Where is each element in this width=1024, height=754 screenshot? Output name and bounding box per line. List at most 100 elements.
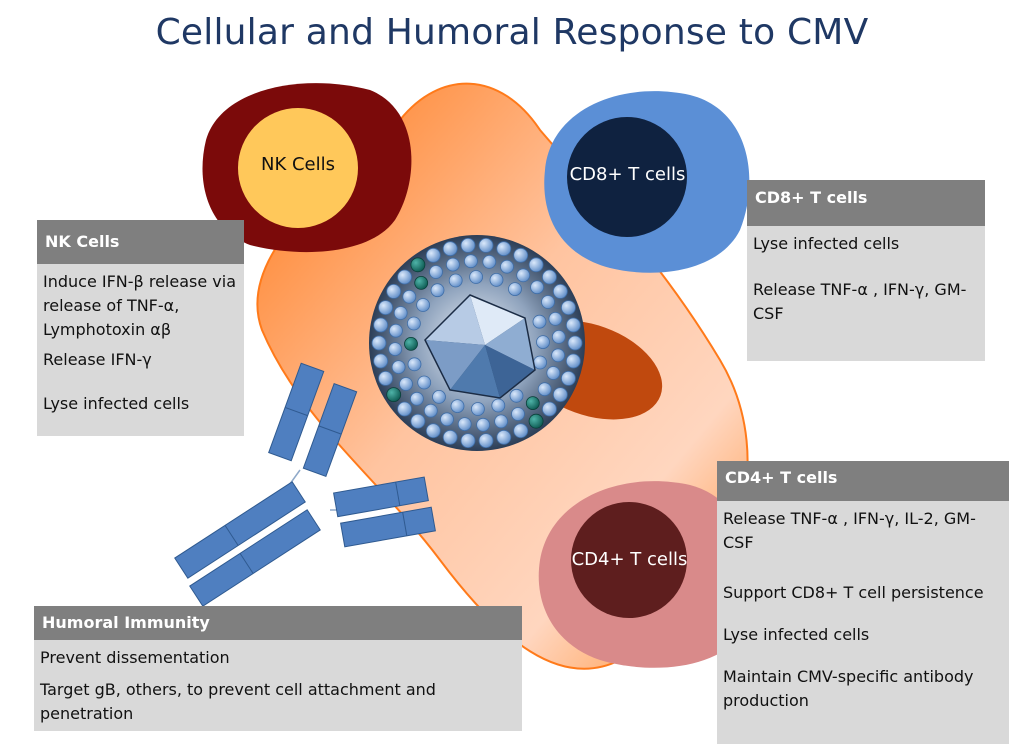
envelope-bead bbox=[448, 273, 463, 288]
glycoprotein-bead bbox=[528, 413, 544, 429]
envelope-bead bbox=[478, 237, 494, 253]
envelope-bead bbox=[406, 316, 421, 331]
humoral-immunity-item: Prevent dissementation bbox=[40, 648, 230, 667]
envelope-bead bbox=[423, 403, 438, 418]
envelope-bead bbox=[429, 265, 443, 279]
cd4-cells-panel-body: Release TNF-α , IFN-γ, IL-2, GM-CSF Supp… bbox=[717, 501, 1009, 719]
envelope-bead bbox=[532, 314, 547, 329]
envelope-bead bbox=[450, 399, 465, 414]
cd4-cells-item: Release TNF-α , IFN-γ, IL-2, GM-CSF bbox=[723, 509, 976, 552]
envelope-bead bbox=[470, 402, 485, 416]
envelope-bead bbox=[552, 387, 568, 403]
envelope-bead bbox=[537, 382, 552, 397]
envelope-bead bbox=[551, 329, 566, 344]
envelope-bead bbox=[500, 259, 514, 274]
envelope-bead bbox=[410, 413, 426, 429]
cd4-cell-label: CD4+ T cells bbox=[571, 549, 688, 570]
envelope-bead bbox=[509, 388, 524, 403]
envelope-bead bbox=[378, 300, 394, 316]
envelope-bead bbox=[373, 353, 389, 369]
envelope-bead bbox=[469, 270, 484, 284]
envelope-bead bbox=[533, 355, 547, 370]
envelope-bead bbox=[542, 269, 557, 285]
envelope-bead bbox=[409, 391, 424, 406]
cd4-cells-item: Maintain CMV-specific antibody productio… bbox=[723, 667, 974, 710]
envelope-bead bbox=[508, 282, 522, 297]
cd4-cells-panel: CD4+ T cells Release TNF-α , IFN-γ, IL-2… bbox=[717, 461, 1009, 744]
nk-cells-panel: NK Cells Induce IFN-β release via releas… bbox=[37, 220, 244, 436]
envelope-bead bbox=[373, 317, 389, 333]
cd8-cells-item: Release TNF-α , IFN-γ, GM-CSF bbox=[753, 280, 967, 323]
envelope-bead bbox=[399, 377, 413, 391]
nk-cells-item: Induce IFN-β release via release of TNF-… bbox=[43, 272, 236, 339]
cd8-cell-label: CD8+ T cells bbox=[569, 164, 686, 185]
envelope-bead bbox=[445, 257, 460, 272]
nk-cells-panel-body: Induce IFN-β release via release of TNF-… bbox=[37, 264, 244, 422]
envelope-bead bbox=[561, 300, 576, 316]
envelope-bead bbox=[402, 289, 417, 304]
envelope-bead bbox=[371, 335, 387, 351]
envelope-bead bbox=[388, 323, 403, 338]
envelope-bead bbox=[378, 370, 394, 386]
glycoprotein-bead bbox=[386, 387, 402, 403]
envelope-bead bbox=[551, 348, 565, 363]
cd4-cells-item: Lyse infected cells bbox=[723, 625, 870, 644]
glycoprotein-bead bbox=[525, 396, 540, 411]
envelope-bead bbox=[489, 272, 504, 287]
envelope-bead bbox=[536, 335, 550, 350]
cd8-cell-nucleus bbox=[567, 117, 687, 237]
cd4-cell-nucleus bbox=[571, 502, 687, 618]
envelope-bead bbox=[425, 247, 441, 263]
envelope-bead bbox=[567, 335, 583, 351]
envelope-bead bbox=[442, 241, 458, 257]
envelope-bead bbox=[386, 283, 402, 299]
envelope-bead bbox=[391, 360, 406, 375]
glycoprotein-bead bbox=[410, 257, 426, 273]
envelope-bead bbox=[561, 370, 576, 386]
envelope-bead bbox=[397, 269, 413, 285]
envelope-bead bbox=[528, 257, 544, 273]
envelope-bead bbox=[417, 375, 432, 390]
envelope-bead bbox=[516, 268, 531, 283]
envelope-bead bbox=[478, 433, 494, 449]
page-title: Cellular and Humoral Response to CMV bbox=[155, 12, 869, 53]
nk-cells-panel-header: NK Cells bbox=[37, 220, 244, 264]
envelope-bead bbox=[463, 254, 478, 269]
envelope-bead bbox=[513, 247, 529, 263]
envelope-bead bbox=[442, 429, 458, 445]
cd8-cells-panel-header: CD8+ T cells bbox=[747, 180, 985, 226]
envelope-bead bbox=[393, 306, 408, 320]
envelope-bead bbox=[491, 398, 506, 413]
glycoprotein-bead bbox=[404, 336, 418, 351]
envelope-bead bbox=[542, 401, 557, 417]
humoral-immunity-panel: Humoral Immunity Prevent dissementation … bbox=[34, 606, 522, 731]
envelope-bead bbox=[496, 241, 512, 257]
envelope-bead bbox=[476, 417, 491, 432]
cd8-cells-panel-body: Lyse infected cells Release TNF-α , IFN-… bbox=[747, 226, 985, 332]
envelope-bead bbox=[552, 283, 568, 299]
envelope-bead bbox=[432, 389, 446, 404]
envelope-bead bbox=[548, 311, 563, 326]
nk-cells-item: Release IFN-γ bbox=[43, 350, 152, 369]
envelope-bead bbox=[565, 353, 581, 369]
envelope-bead bbox=[541, 295, 555, 309]
cd8-cells-item: Lyse infected cells bbox=[753, 234, 900, 253]
nk-cells-item: Lyse infected cells bbox=[43, 394, 190, 413]
envelope-bead bbox=[546, 366, 561, 380]
glycoprotein-bead bbox=[414, 275, 429, 290]
humoral-immunity-panel-body: Prevent dissementation Target gB, others… bbox=[34, 640, 522, 732]
envelope-bead bbox=[388, 342, 403, 357]
envelope-bead bbox=[440, 412, 454, 427]
humoral-immunity-panel-header: Humoral Immunity bbox=[34, 606, 522, 640]
envelope-bead bbox=[457, 417, 472, 432]
envelope-bead bbox=[511, 407, 525, 421]
cd8-cells-panel: CD8+ T cells Lyse infected cells Release… bbox=[747, 180, 985, 361]
capsid-icosahedron bbox=[424, 294, 536, 399]
envelope-bead bbox=[460, 433, 476, 449]
envelope-bead bbox=[496, 429, 512, 445]
envelope-bead bbox=[430, 283, 445, 298]
antibody-icon bbox=[174, 362, 436, 607]
cd4-cells-panel-header: CD4+ T cells bbox=[717, 461, 1009, 501]
envelope-bead bbox=[530, 280, 544, 295]
